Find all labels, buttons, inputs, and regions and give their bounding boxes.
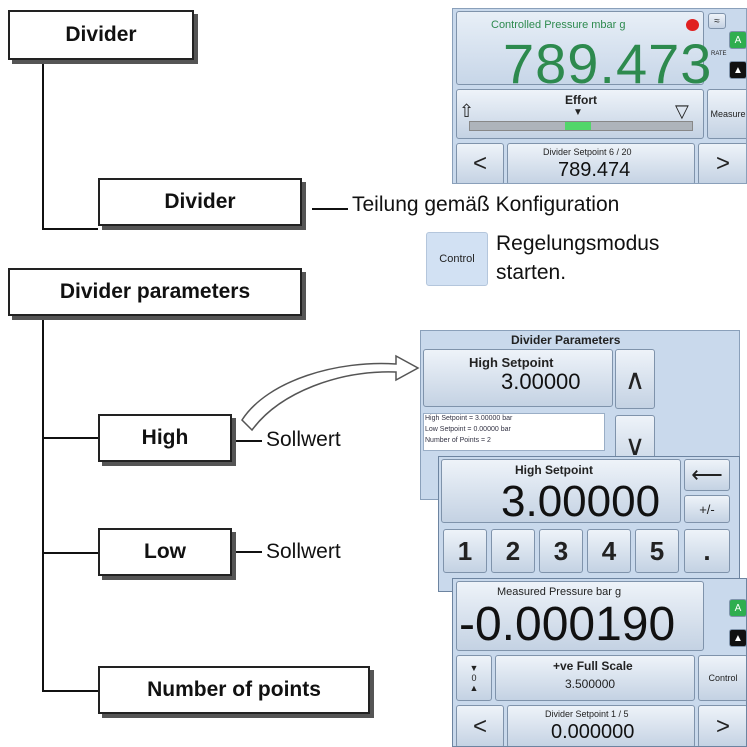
key-dot[interactable]: . — [684, 529, 730, 573]
fullscale-value: 3.500000 — [565, 677, 616, 691]
note-line-low — [232, 551, 262, 553]
note-line-high — [232, 440, 262, 442]
main-display-panel[interactable] — [456, 11, 704, 85]
side-rate-label: RATE — [711, 51, 727, 57]
screen-high-setpoint: High Setpoint 3.00000 ⟵ +/- 1 2 3 4 5 . — [438, 456, 740, 592]
menu-divider-parameters[interactable]: Divider parameters — [8, 268, 302, 316]
info-line-3: Number of Points = 2 — [425, 437, 491, 444]
zero-up-icon: ▲ — [469, 683, 479, 693]
key-3[interactable]: 3 — [539, 529, 583, 573]
menu-number-of-points[interactable]: Number of points — [98, 666, 370, 714]
note-control-line2: starten. — [496, 261, 567, 284]
mountain-icon-2[interactable]: ▲ — [729, 629, 746, 647]
key-1[interactable]: 1 — [443, 529, 487, 573]
key-2-label: 2 — [505, 535, 521, 566]
alarm-icon — [686, 19, 699, 31]
screen-controlled-pressure: Controlled Pressure mbar g 789.473 ≈ A R… — [452, 8, 747, 184]
effort-up-icon: ⇧ — [459, 101, 475, 121]
screen4-title: Measured Pressure bar g — [497, 586, 622, 598]
measure-label: Measure — [710, 109, 746, 119]
key-4-label: 4 — [601, 535, 617, 566]
effort-label: Effort — [565, 93, 597, 107]
backspace-button[interactable]: ⟵ — [684, 459, 730, 491]
note-high: Sollwert — [266, 428, 341, 451]
prev-label: < — [472, 150, 487, 177]
effort-filter-icon: ▽ — [675, 101, 689, 121]
tree-branch-divider — [42, 228, 98, 230]
tree-line-main — [42, 60, 44, 230]
key-dot-label: . — [703, 535, 711, 566]
high-setpoint-entry[interactable] — [441, 459, 681, 523]
plusminus-button[interactable]: +/- — [684, 495, 730, 523]
setpoint-label: Divider Setpoint 6 / 20 — [543, 147, 632, 157]
setpoint-value: 789.474 — [558, 159, 631, 181]
up-button[interactable]: ∧ — [615, 349, 655, 409]
note-line-divider — [312, 208, 348, 210]
prev-button[interactable]: < — [456, 143, 504, 183]
note-divider: Teilung gemäß Konfiguration — [352, 193, 620, 216]
key-3-label: 3 — [553, 535, 569, 566]
menu-high[interactable]: High — [98, 414, 232, 462]
setpoint-label-2: Divider Setpoint 1 / 5 — [545, 709, 629, 719]
measured-display-panel[interactable] — [456, 581, 704, 651]
note-control-line1: Regelungsmodus — [496, 232, 660, 255]
prev-label-2: < — [472, 712, 487, 740]
zero-button[interactable]: ▼ 0 ▲ — [456, 655, 492, 701]
menu-divider[interactable]: Divider — [98, 178, 302, 226]
key-5[interactable]: 5 — [635, 529, 679, 573]
setpoint-panel-2[interactable] — [507, 705, 695, 746]
key-2[interactable]: 2 — [491, 529, 535, 573]
effort-bar-fill — [565, 122, 591, 130]
side-a-label: A — [734, 34, 742, 46]
setpoint-panel[interactable] — [507, 143, 695, 183]
params-info-box — [423, 413, 605, 451]
high-setpoint-field-value: 3.00000 — [501, 369, 581, 394]
menu-divider-top[interactable]: Divider — [8, 10, 194, 60]
high-setpoint-field-label: High Setpoint — [469, 355, 554, 370]
tree-line-params — [42, 312, 44, 692]
screen3-value: 3.00000 — [501, 477, 661, 526]
plusminus-label: +/- — [699, 501, 715, 517]
next-button[interactable]: > — [698, 143, 746, 183]
control-mode-label: Control — [708, 673, 738, 683]
side-a-button[interactable]: A — [729, 31, 746, 49]
high-setpoint-field[interactable] — [423, 349, 613, 407]
control-button[interactable]: Control — [426, 232, 488, 286]
tree-branch-high — [42, 437, 98, 439]
zero-down-icon: ▼ — [469, 663, 479, 673]
screen4-value: -0.000190 — [459, 598, 676, 651]
screen1-value: 789.473 — [503, 32, 713, 95]
key-4[interactable]: 4 — [587, 529, 631, 573]
next-label-2: > — [715, 712, 730, 740]
screen3-title: High Setpoint — [515, 463, 593, 477]
screen-measured-pressure: Measured Pressure bar g -0.000190 A ▲ ▼ … — [452, 578, 747, 747]
prev-button-2[interactable]: < — [456, 705, 504, 746]
setpoint-value-2: 0.000000 — [551, 721, 635, 743]
control-mode-button[interactable]: Control — [698, 655, 746, 701]
effort-pointer-icon: ▼ — [573, 107, 583, 118]
side-a-label-2: A — [734, 602, 742, 614]
tree-branch-low — [42, 552, 98, 554]
next-button-2[interactable]: > — [698, 705, 746, 746]
control-button-label: Control — [439, 253, 475, 265]
screen1-title: Controlled Pressure mbar g — [491, 19, 626, 31]
key-1-label: 1 — [457, 535, 473, 566]
screen2-title: Divider Parameters — [511, 333, 621, 347]
info-line-1: High Setpoint = 3.00000 bar — [425, 415, 513, 422]
mountain-icon[interactable]: ▲ — [729, 61, 746, 79]
menu-low[interactable]: Low — [98, 528, 232, 576]
note-low: Sollwert — [266, 540, 341, 563]
key-5-label: 5 — [649, 535, 665, 566]
next-label: > — [715, 150, 730, 177]
zero-label: 0 — [471, 673, 477, 683]
info-line-2: Low Setpoint = 0.00000 bar — [425, 426, 511, 433]
curved-arrow — [241, 354, 420, 432]
measure-button[interactable]: Measure — [707, 89, 746, 139]
fullscale-label: +ve Full Scale — [553, 659, 633, 673]
tree-branch-points — [42, 690, 98, 692]
fullscale-panel[interactable] — [495, 655, 695, 701]
wave-icon[interactable]: ≈ — [708, 13, 726, 29]
side-a-button-2[interactable]: A — [729, 599, 746, 617]
